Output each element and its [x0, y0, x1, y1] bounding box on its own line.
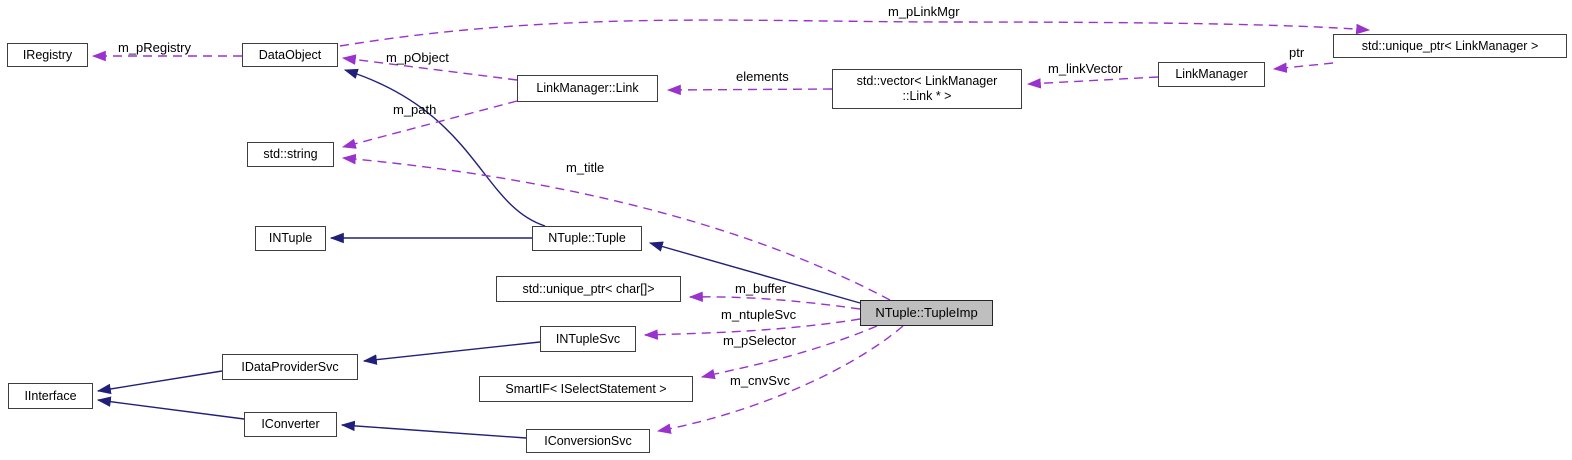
edge-intuplesvc-to-idataprovider	[362, 341, 541, 365]
edge-label-m-pobject: m_pObject	[386, 50, 449, 65]
edge-ptr	[1272, 62, 1334, 73]
edge-m-title	[341, 153, 891, 301]
edge-idataprovider-to-iinterface	[96, 370, 223, 395]
edge-m-cnvsvc	[656, 325, 904, 434]
node-unique-ptr-char[interactable]: std::unique_ptr< char[]>	[496, 276, 681, 302]
edge-m-pselector	[700, 325, 878, 380]
edge-label-m-pregistry: m_pRegistry	[118, 40, 191, 55]
edge-m-buffer	[688, 291, 861, 310]
node-intuplesvc[interactable]: INTupleSvc	[540, 326, 636, 352]
node-linkmanager-link[interactable]: LinkManager::Link	[517, 75, 658, 102]
node-iconversionsvc[interactable]: IConversionSvc	[526, 429, 650, 453]
edge-label-m-pselector: m_pSelector	[723, 333, 796, 348]
node-iinterface[interactable]: IInterface	[8, 383, 93, 409]
edge-m-linkvector	[1026, 76, 1159, 89]
edge-label-m-linkvector: m_linkVector	[1048, 61, 1123, 76]
edge-m-plinkmgr	[339, 19, 1371, 47]
edge-label-m-title: m_title	[566, 160, 605, 175]
edge-tupleimp-to-tuple	[648, 241, 861, 304]
node-iconverter[interactable]: IConverter	[244, 412, 337, 437]
node-iregistry[interactable]: IRegistry	[7, 43, 88, 67]
edge-m-ntuplesvc	[643, 318, 861, 340]
edge-label-ptr: ptr	[1289, 45, 1305, 60]
node-intuple[interactable]: INTuple	[255, 226, 326, 251]
edge-label-m-path: m_path	[393, 102, 437, 117]
edge-iconversionsvc-to-iconverter	[340, 420, 527, 439]
edge-label-m-buffer: m_buffer	[735, 281, 787, 296]
edge-label-m-cnvsvc: m_cnvSvc	[730, 373, 790, 388]
node-ntuple-tupleimp[interactable]: NTuple::TupleImp	[860, 300, 993, 326]
node-ntuple-tuple[interactable]: NTuple::Tuple	[532, 226, 642, 251]
edge-label-m-plinkmgr: m_pLinkMgr	[888, 4, 960, 19]
node-unique-ptr-linkmanager[interactable]: std::unique_ptr< LinkManager >	[1333, 34, 1567, 58]
node-linkmanager[interactable]: LinkManager	[1158, 62, 1265, 87]
node-std-string[interactable]: std::string	[247, 142, 334, 167]
node-vector-linkmanager-link[interactable]: std::vector< LinkManager ::Link * >	[832, 69, 1022, 109]
edge-elements	[666, 84, 833, 96]
edge-iconverter-to-iinterface	[96, 396, 245, 420]
node-vector-line1: std::vector< LinkManager	[856, 74, 998, 88]
edge-tuple-to-dataobject	[343, 68, 546, 227]
node-idataprovidersvc[interactable]: IDataProviderSvc	[222, 354, 358, 380]
node-dataobject[interactable]: DataObject	[242, 43, 338, 67]
node-vector-line2: ::Link * >	[902, 89, 952, 103]
edge-label-elements: elements	[736, 69, 789, 84]
edge-label-m-ntuplesvc: m_ntupleSvc	[721, 307, 797, 322]
node-smartif-iselectstatement[interactable]: SmartIF< ISelectStatement >	[479, 376, 693, 402]
